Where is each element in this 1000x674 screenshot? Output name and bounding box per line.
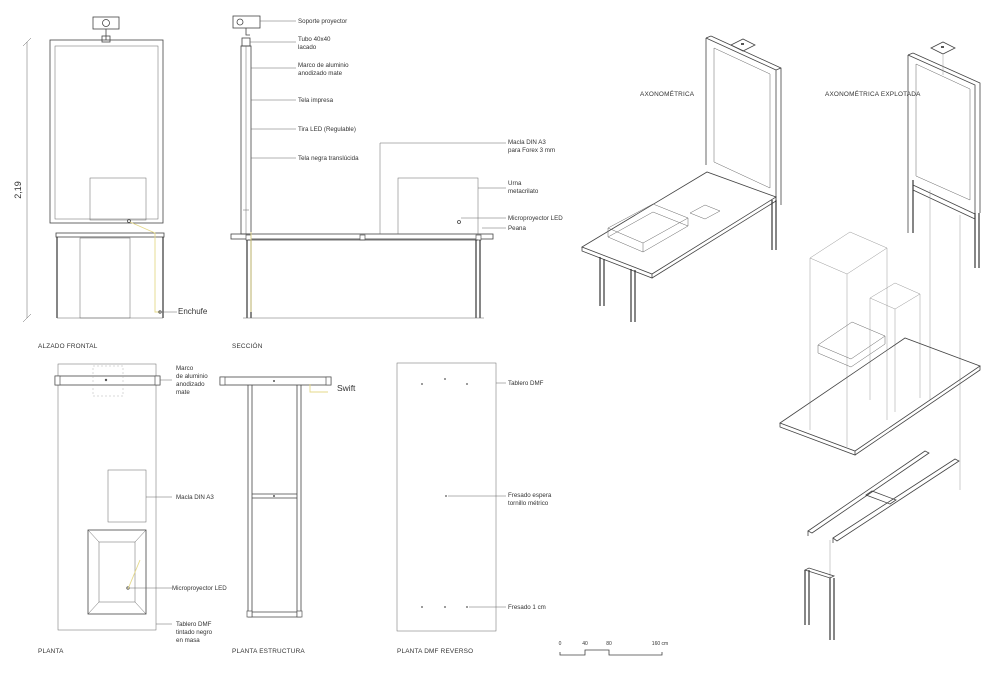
plan-microprojector-label: Microproyector LED [172,585,227,592]
screw-mill-label-line2: tornillo métrico [508,500,549,507]
front-elevation-view: 2,19 Enchufe ALZADO FRONTAL [13,16,208,350]
projector-icon [92,16,120,43]
scale-tick-1: 40 [582,641,588,647]
scale-tick-2: 80 [606,641,612,647]
scale-tick-3: 160 cm [652,641,668,647]
a3-frame-label-line2: para Forex 3 mm [508,147,555,154]
plan-frame-label-line2: de aluminio [176,373,208,380]
printed-fabric-label: Tela impresa [298,97,334,104]
swift-label: Swift [337,383,356,393]
section-view: Soporte proyector Tubo 40x40 lacado Marc… [230,15,563,350]
plan-a3-label: Macla DIN A3 [176,494,214,501]
frame-label-line1: Marco de aluminio [298,62,349,69]
exploded-axonometric-view: AXONOMÉTRICA EXPLOTADA [779,41,981,640]
plan-board-label-line3: en masa [176,637,200,644]
screw-mill-label-line1: Fresado espera [508,492,552,499]
structure-plan-title: PLANTA ESTRUCTURA [232,648,305,655]
plan-frame-label-line4: mate [176,389,190,396]
projector-support-label: Soporte proyector [298,18,347,25]
scale-bar: 0 40 80 160 cm [559,641,668,656]
scale-tick-0: 0 [559,641,562,647]
led-strip-label: Tira LED (Regulable) [298,126,356,133]
a3-frame-label-line1: Macla DIN A3 [508,139,546,146]
exploded-axonometric-title: AXONOMÉTRICA EXPLOTADA [825,89,921,98]
plan-board-label-line2: tintado negro [176,629,213,636]
mill-1cm-label: Fresado 1 cm [508,604,546,611]
plan-frame-label-line1: Marco [176,365,194,372]
urn-label-line2: metacrilato [508,188,539,195]
section-projector-icon [232,15,261,36]
axonometric-title: AXONOMÉTRICA [640,89,695,98]
pedestal-label: Peana [508,225,526,232]
black-fabric-label: Tela negra translúcida [298,155,359,162]
height-dimension-label: 2,19 [13,181,23,199]
plan-board-label-line1: Tablero DMF [176,621,212,628]
tube-label-line1: Tubo 40x40 [298,36,331,43]
frame-label-line2: anodizado mate [298,70,343,77]
plug-label: Enchufe [178,307,208,316]
urn-label-line1: Urna [508,180,522,187]
reverse-plan-view: Tablero DMF Fresado espera tornillo métr… [396,362,552,655]
plan-view: Marco de aluminio anodizado mate Macla D… [38,363,227,655]
section-title: SECCIÓN [232,341,263,350]
tube-label-line2: lacado [298,44,317,51]
plan-title: PLANTA [38,648,64,655]
axonometric-view: AXONOMÉTRICA [581,35,782,322]
plan-frame-label-line3: anodizado [176,381,205,388]
height-dimension: 2,19 [13,37,32,323]
microprojector-label: Microproyector LED [508,215,563,222]
front-elevation-title: ALZADO FRONTAL [38,343,98,350]
reverse-plan-title: PLANTA DMF REVERSO [397,648,473,655]
reverse-board-label: Tablero DMF [508,380,544,387]
structure-plan-view: Swift PLANTA ESTRUCTURA [219,376,356,655]
